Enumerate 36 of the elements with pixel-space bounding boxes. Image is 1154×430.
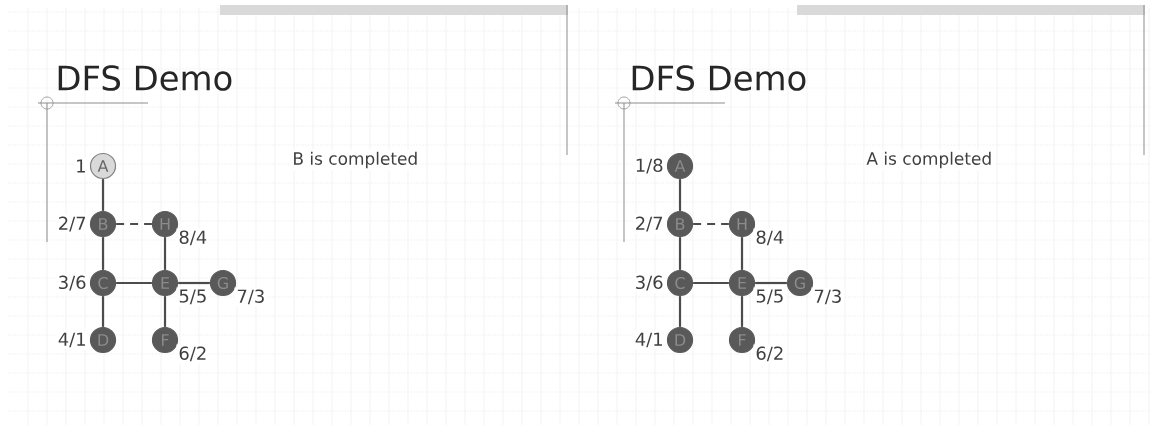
graph-edge — [101, 296, 105, 327]
visit-label: 3/6 — [55, 273, 89, 293]
title: DFS Demo — [632, 65, 806, 91]
graph-edge — [740, 296, 744, 327]
visit-label: 4/1 — [632, 330, 666, 350]
graph-edge — [116, 281, 152, 285]
status-text: A is completed — [864, 149, 995, 171]
visit-label: 1/8 — [632, 156, 666, 176]
graph-edge — [693, 281, 729, 285]
graph-edge — [101, 179, 105, 211]
visit-label: 2/7 — [55, 214, 89, 234]
visit-label: 2/7 — [632, 214, 666, 234]
graph-edge — [101, 237, 105, 270]
visit-label: 6/2 — [753, 344, 787, 364]
visit-label: 6/2 — [176, 344, 210, 364]
title: DFS Demo — [58, 65, 232, 91]
graph-edge — [178, 281, 210, 285]
visit-label: 8/4 — [176, 228, 210, 248]
graph-edge — [116, 222, 152, 226]
visit-label: 1 — [73, 157, 89, 175]
visit-label: 7/3 — [234, 287, 268, 307]
visit-label: 3/6 — [632, 273, 666, 293]
graph-edge — [693, 222, 729, 226]
visit-label: 5/5 — [753, 287, 787, 307]
graph-edge — [740, 237, 744, 270]
status-text: B is completed — [290, 149, 421, 171]
visit-label: 5/5 — [176, 287, 210, 307]
graph-edge — [678, 296, 682, 327]
visit-label: 4/1 — [55, 330, 89, 350]
graph-edge — [163, 237, 167, 270]
graph-edge — [755, 281, 787, 285]
graph-edge — [678, 179, 682, 211]
visit-label: 7/3 — [811, 287, 845, 307]
visit-label: 8/4 — [753, 228, 787, 248]
graph-edge — [163, 296, 167, 327]
graph-edge — [678, 237, 682, 270]
